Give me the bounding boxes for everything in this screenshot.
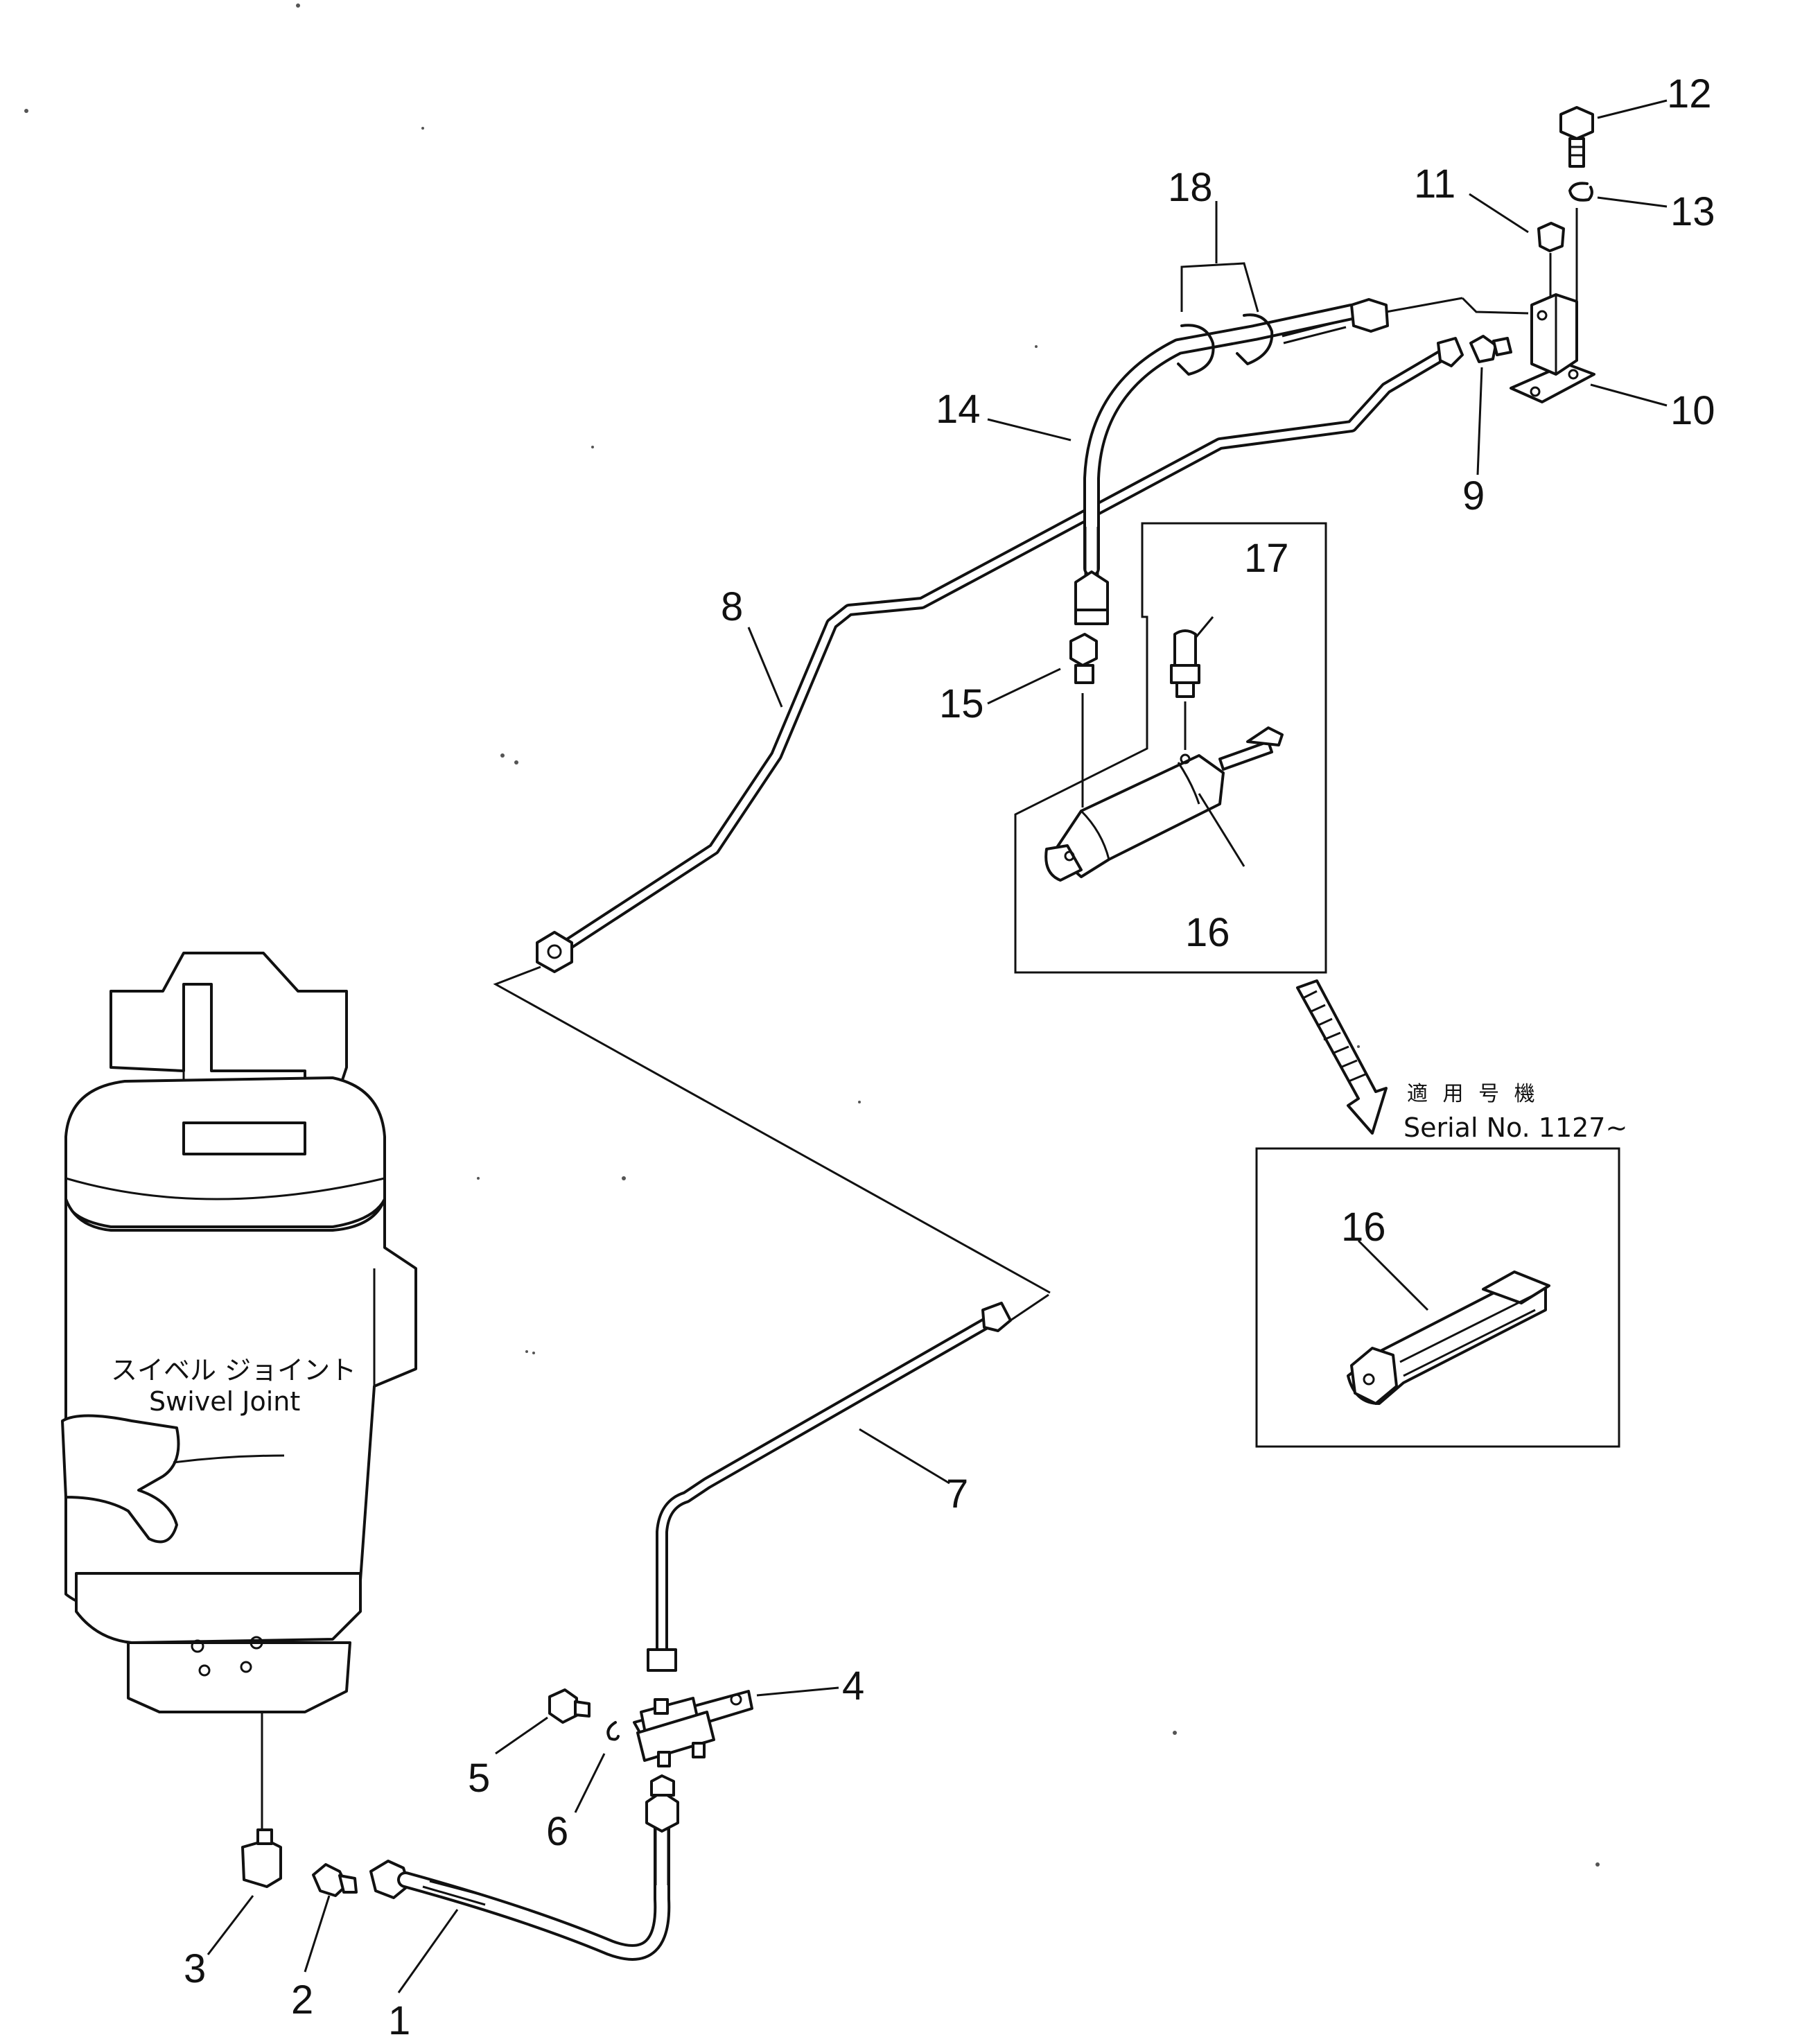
- callout-8: 8: [721, 584, 743, 629]
- part-5-plug: [548, 1688, 591, 1724]
- callout-12: 12: [1667, 71, 1712, 116]
- callout-4: 4: [842, 1663, 864, 1709]
- serial-box: [1255, 1147, 1620, 1448]
- part-8-pipe: [536, 337, 1464, 973]
- swivel-joint-label-jp: スイベル ジョイント: [111, 1355, 356, 1386]
- serial-note-en: Serial No. 1127~: [1403, 1112, 1627, 1143]
- callout-18: 18: [1168, 165, 1213, 210]
- part-17-sensor: [1170, 629, 1200, 698]
- leader-7-connect: [1010, 1293, 1049, 1322]
- callout-9: 9: [1462, 473, 1485, 518]
- part-2-adapter: [312, 1863, 358, 1897]
- leader-14-connect-b: [1461, 297, 1529, 315]
- part-6-ring: [606, 1721, 620, 1741]
- part-4-block: [633, 1690, 753, 1767]
- part-9-adapter: [1469, 335, 1512, 363]
- scan-specks: [24, 3, 1600, 1867]
- callout-2: 2: [291, 1977, 313, 2023]
- part-13-washer: [1568, 182, 1593, 202]
- callout-11: 11: [1414, 161, 1455, 207]
- callout-6: 6: [546, 1809, 568, 1854]
- part-10-bracket: [1510, 293, 1595, 403]
- part-18-clamps: [1177, 262, 1274, 376]
- callout-7: 7: [946, 1471, 968, 1517]
- part-11-plug: [1537, 222, 1565, 252]
- part-15-adapter: [1069, 633, 1098, 684]
- callout-15: 15: [939, 681, 984, 726]
- connection-line-8-7: [493, 966, 1051, 1294]
- callout-14: 14: [936, 387, 981, 432]
- callout-5: 5: [468, 1756, 490, 1801]
- callout-1: 1: [388, 1998, 410, 2043]
- part-14-hose: [1074, 298, 1389, 625]
- part-1-hose: [369, 1774, 679, 1961]
- callout-13: 13: [1670, 189, 1715, 234]
- callout-16: 16: [1185, 910, 1230, 955]
- swivel-joint: スイベル ジョイント Swivel Joint: [61, 952, 417, 1713]
- swivel-joint-label-en: Swivel Joint: [149, 1386, 300, 1417]
- part-7-pipe: [647, 1302, 1012, 1672]
- leader-lines: [207, 99, 1668, 1993]
- serial-arrow: [1296, 979, 1388, 1135]
- part-12-bolt: [1559, 106, 1594, 168]
- callout-17: 17: [1244, 536, 1289, 581]
- part-3-elbow: [241, 1828, 282, 1888]
- callout-10: 10: [1670, 388, 1715, 433]
- callout-16-serial: 16: [1341, 1205, 1386, 1250]
- serial-note-jp: 適 用 号 機: [1407, 1082, 1539, 1106]
- leader-14-connect: [1385, 297, 1463, 313]
- cylinder-box: [1014, 522, 1327, 974]
- callout-3: 3: [184, 1946, 206, 1991]
